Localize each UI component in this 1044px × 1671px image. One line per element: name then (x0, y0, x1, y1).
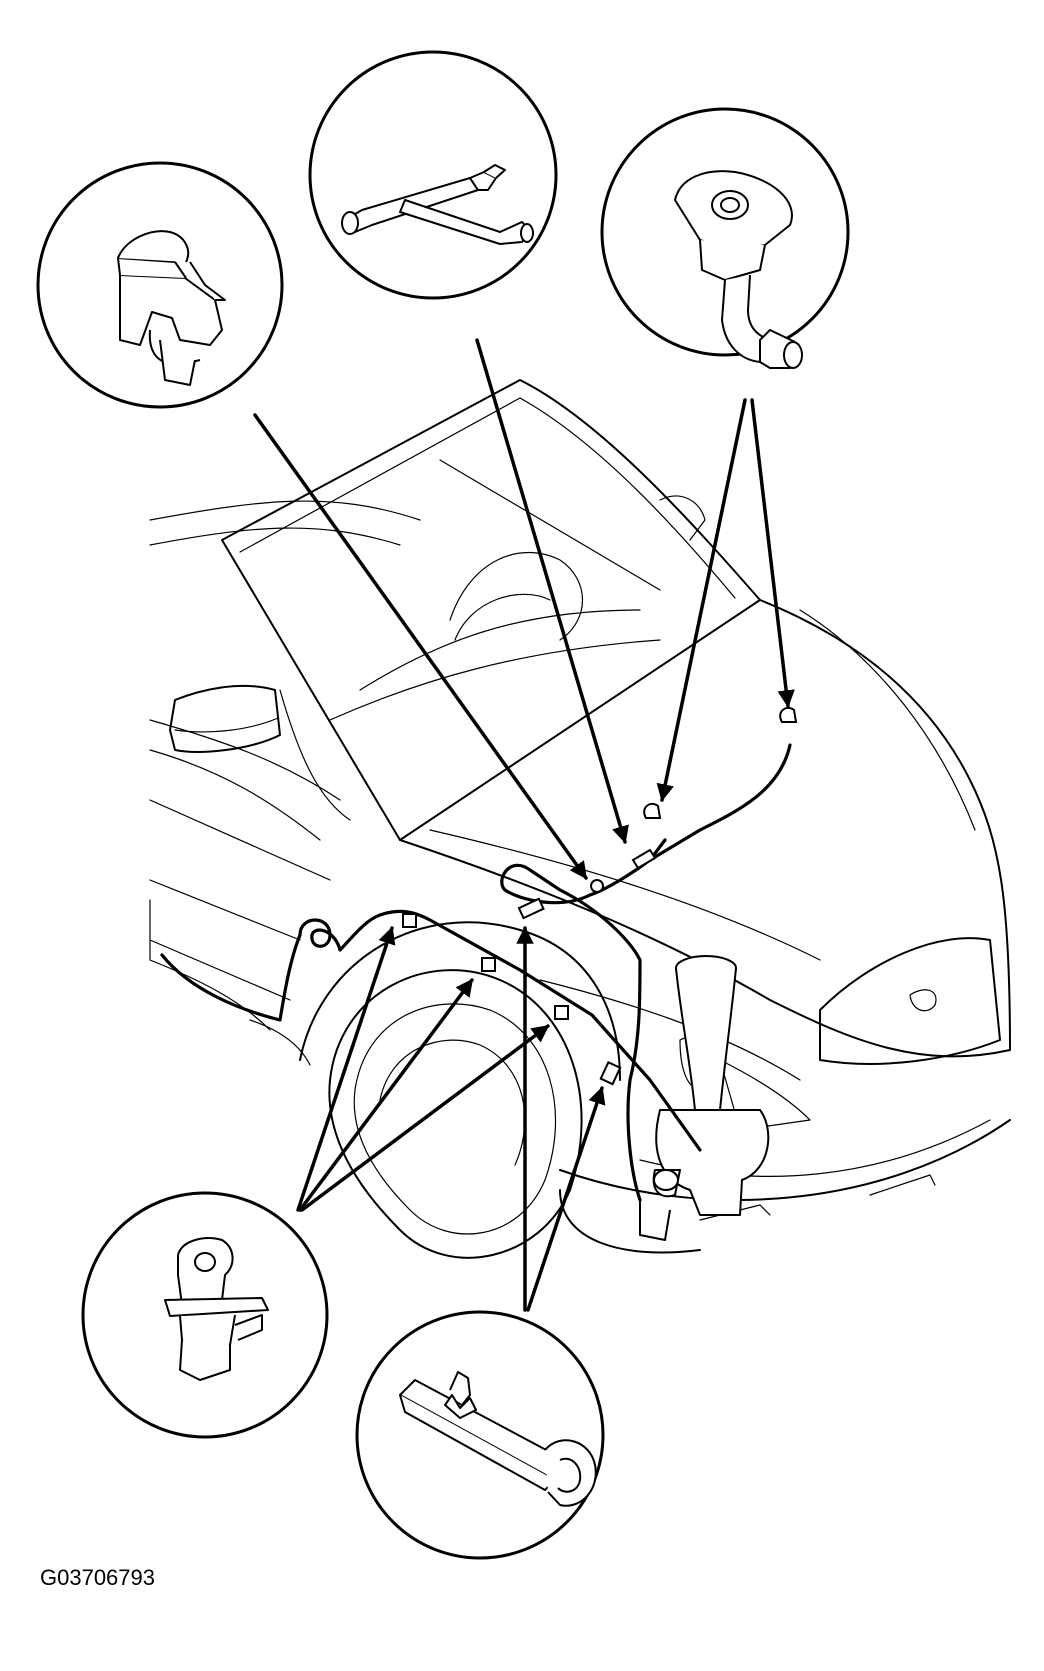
flat-clip-callout (355, 1310, 605, 1560)
figure-id-label: G03706793 (40, 1565, 155, 1590)
washer-hose (160, 743, 792, 1202)
clamp-marker-1 (402, 913, 417, 928)
flat-clip-marker-1 (599, 1060, 622, 1086)
flat-clip-marker-2 (517, 897, 545, 920)
nozzle-left-marker (643, 802, 662, 819)
flat-clip-icon (399, 1371, 597, 1507)
nozzle-right-marker (779, 706, 798, 723)
car-body-outline (149, 379, 1011, 1259)
hose-joint-callout (308, 50, 558, 300)
hose-joint-icon (341, 164, 534, 245)
harness-clamp-icon (164, 1237, 269, 1381)
hose-clip-callout (36, 161, 284, 409)
washer-nozzle-callout (600, 107, 850, 369)
leader-arrows (253, 338, 795, 1312)
washer-nozzle-icon (674, 170, 803, 369)
clamp-marker-2 (481, 957, 496, 972)
hose-clip-marker (631, 848, 657, 870)
hose-clip-icon (117, 230, 226, 386)
washer-tank (639, 955, 770, 1241)
harness-clamp-callout (81, 1191, 329, 1439)
hose-joint-marker (590, 879, 604, 893)
hose-clip-markers (402, 706, 798, 1086)
clamp-marker-3 (554, 1005, 569, 1020)
